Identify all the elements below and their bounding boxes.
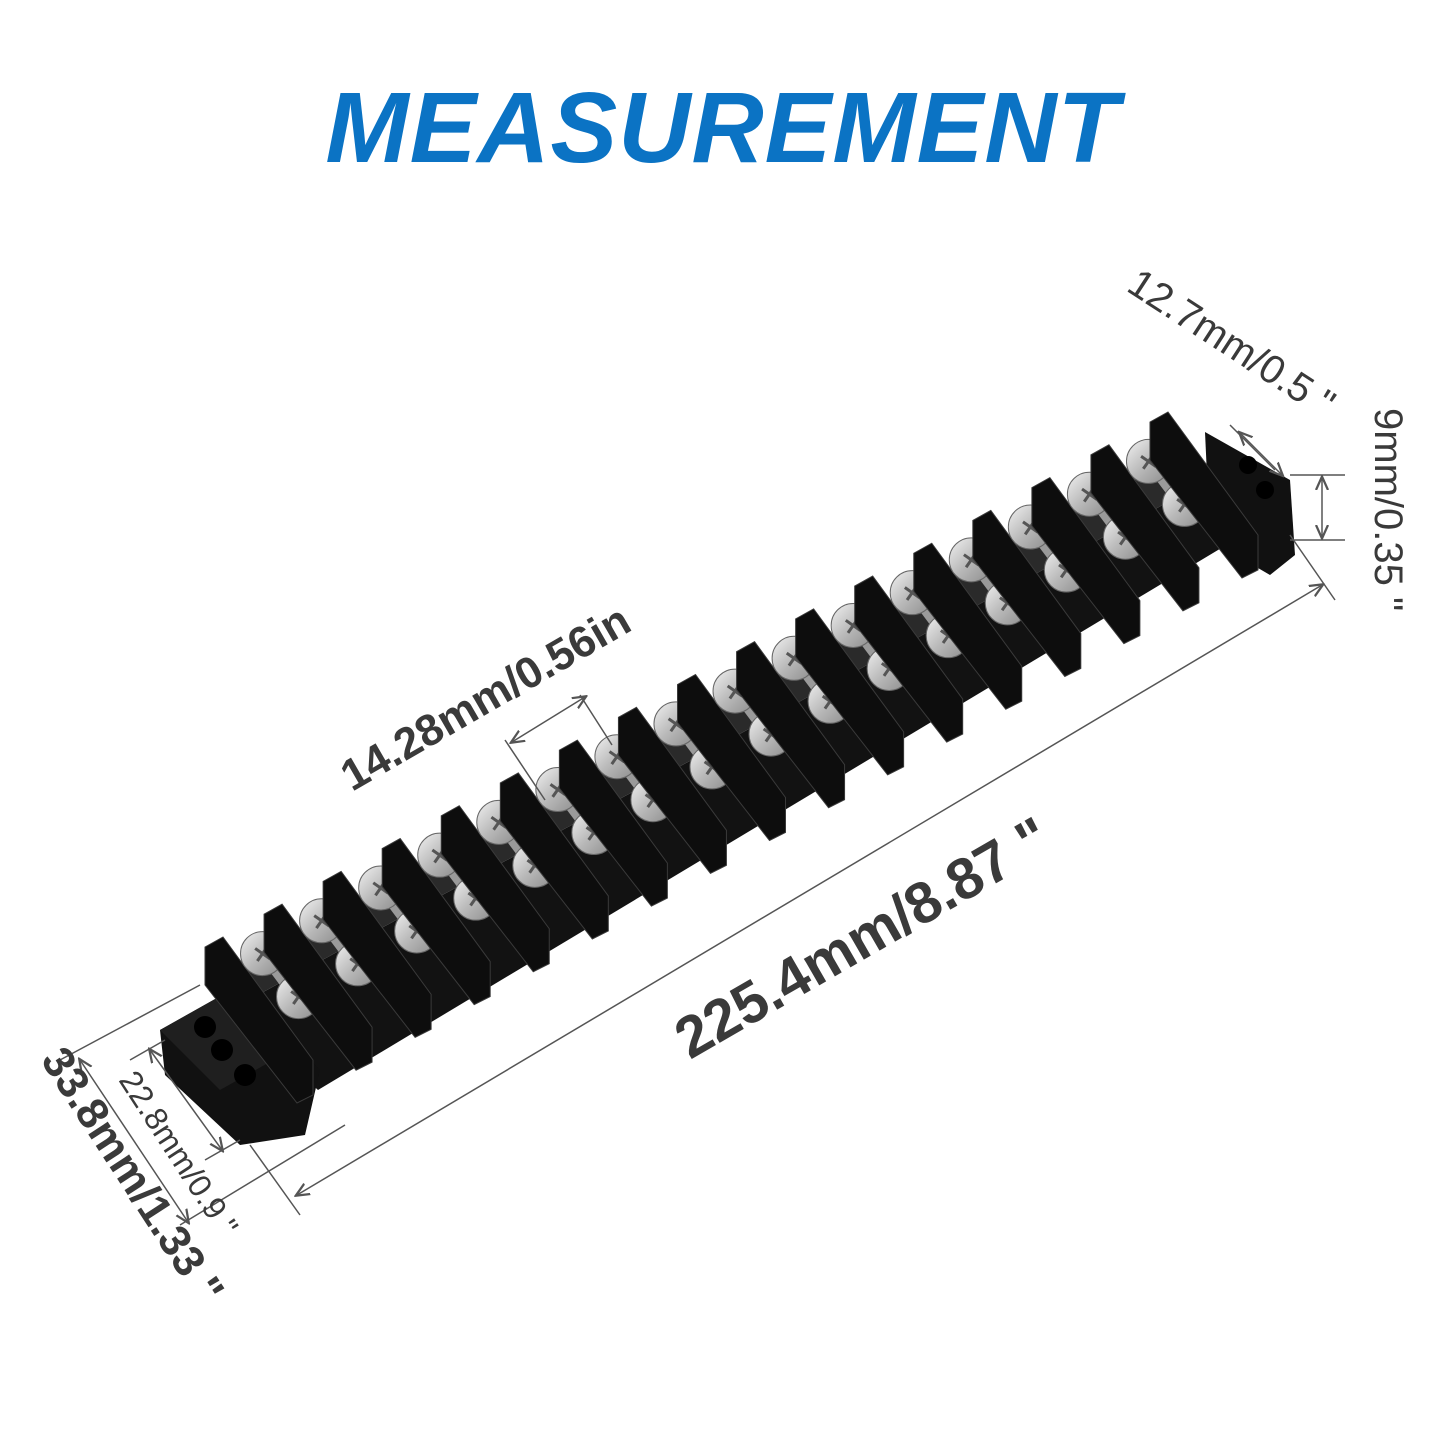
barrier-fin <box>1149 411 1259 579</box>
pitch-dimension-line <box>512 697 585 742</box>
length-dimension-line <box>297 585 1322 1195</box>
page-title: MEASUREMENT <box>325 72 1120 184</box>
mount-hole-5 <box>1256 481 1274 499</box>
depth-dimension-line <box>80 1060 188 1222</box>
mount-hole-3 <box>234 1064 256 1086</box>
mount-hole-2 <box>211 1039 233 1061</box>
tab-width-dimension-line <box>1240 433 1282 475</box>
tab-height-label: 9mm/0.35 " <box>1366 408 1410 611</box>
mount-hole-1 <box>194 1016 216 1038</box>
mount-hole-4 <box>1239 456 1257 474</box>
body-depth-dimension-line <box>150 1050 222 1150</box>
dimension-lines <box>59 424 1345 1226</box>
tab-width-label: 12.7mm/0.5 " <box>1120 261 1342 427</box>
